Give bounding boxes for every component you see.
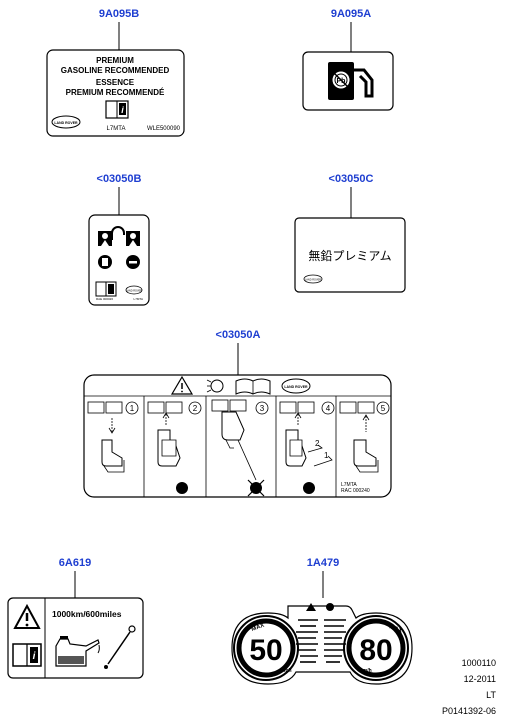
- land-rover-logo: LAND ROVER: [51, 115, 81, 129]
- callout-03050a: <03050A: [215, 329, 261, 341]
- svg-text:LAND ROVER: LAND ROVER: [54, 121, 78, 125]
- svg-text:i: i: [121, 105, 124, 115]
- label-9a095b-line3: ESSENCE: [96, 78, 135, 87]
- dipstick-icon: [104, 625, 136, 669]
- warning-triangle-icon: [170, 375, 194, 395]
- label-9a095b: PREMIUM GASOLINE RECOMMENDED ESSENCE PRE…: [46, 49, 185, 137]
- svg-text:i: i: [33, 651, 36, 662]
- callout-9a095b: 9A095B: [98, 8, 140, 20]
- speed-left-value: 50: [249, 634, 282, 667]
- manual-book-icon: i: [105, 100, 129, 119]
- label-9a095a: Pb: [302, 51, 394, 111]
- manual-book-icon: [95, 281, 117, 297]
- svg-text:Pb: Pb: [337, 78, 346, 85]
- label-03050b: LAND ROVER RAE 000026 L7MTA: [88, 214, 150, 306]
- svg-text:5: 5: [381, 404, 386, 413]
- label-9a095b-line2: GASOLINE RECOMMENDED: [61, 66, 170, 75]
- warning-triangle-icon: [306, 603, 316, 611]
- caution-dot-icon: [326, 603, 334, 611]
- label-6a619: i 1000km/600miles: [7, 597, 144, 679]
- land-rover-logo: LAND ROVER: [303, 274, 323, 284]
- svg-text:LAND ROVER: LAND ROVER: [126, 290, 142, 293]
- label-9a095b-code-right: WLE500090: [147, 126, 181, 132]
- step-panel-5: 5: [339, 401, 390, 473]
- label-9a095b-line1: PREMIUM: [96, 56, 134, 65]
- svg-text:2: 2: [315, 439, 320, 448]
- label-03050c: 無鉛プレミアム LAND ROVER: [294, 217, 406, 293]
- callout-6a619: 6A619: [58, 557, 92, 569]
- meta-line-3: LT: [486, 690, 496, 700]
- label-9a095b-line4: PREMIUM RECOMMENDÉ: [66, 88, 165, 97]
- svg-text:2: 2: [193, 404, 198, 413]
- fuel-pump-no-lead-icon: Pb: [328, 62, 374, 100]
- oil-can-icon: [55, 636, 100, 667]
- label-03050c-text: 無鉛プレミアム: [308, 248, 391, 263]
- meta-line-2: 12-2011: [463, 674, 496, 684]
- child-lock-icon: [98, 226, 140, 246]
- callout-1a479: 1A479: [306, 557, 340, 569]
- step-panel-2: 2: [147, 401, 202, 494]
- multilingual-text-block: [296, 619, 346, 663]
- speed-left-unit: mph: [281, 668, 292, 674]
- meta-line-1: 1000110: [461, 658, 496, 668]
- manual-book-icon: i: [12, 643, 42, 667]
- callout-9a095a: 9A095A: [330, 8, 372, 20]
- label-03050a-code-line2: RAC 000240: [341, 488, 370, 494]
- headlamp-icon: [206, 379, 224, 393]
- step-panel-3: 3: [211, 399, 269, 497]
- land-rover-logo: LAND ROVER: [281, 378, 311, 394]
- label-1a479: MAX 50 mph MAX 80 km/h: [231, 603, 413, 685]
- meta-line-4: P0141392-06: [441, 706, 496, 716]
- speed-right-unit: km/h: [360, 668, 372, 674]
- land-rover-logo: LAND ROVER: [125, 285, 143, 295]
- svg-text:3: 3: [260, 404, 265, 413]
- lock-unlock-buttons-icon: [98, 255, 140, 269]
- label-03050b-code-right: L7MTA: [134, 297, 143, 301]
- warning-triangle-icon: [13, 603, 41, 629]
- callout-03050b: <03050B: [96, 173, 142, 185]
- svg-text:LAND ROVER: LAND ROVER: [284, 385, 308, 389]
- label-03050b-code-left: RAE 000026: [96, 297, 113, 301]
- svg-text:1: 1: [130, 404, 135, 413]
- label-6a619-text: 1000km/600miles: [52, 609, 122, 619]
- speed-right-value: 80: [359, 634, 392, 667]
- label-9a095b-code-left: L7MTA: [107, 126, 126, 132]
- svg-text:LAND ROVER: LAND ROVER: [305, 279, 321, 282]
- label-03050a: LAND ROVER 1 2 3: [83, 374, 392, 498]
- step-panel-1: 1: [87, 401, 139, 473]
- step-panel-4: 4 2 1: [279, 401, 335, 494]
- callout-03050c: <03050C: [328, 173, 374, 185]
- speed-left-max: MAX: [251, 623, 266, 633]
- speed-right-max: MAX: [388, 624, 403, 634]
- document-meta: 1000110 12-2011 LT P0141392-06: [442, 655, 496, 719]
- svg-text:4: 4: [326, 404, 331, 413]
- svg-text:1: 1: [324, 451, 329, 460]
- manual-book-icon: [235, 378, 271, 395]
- label-03050a-code-line1: L7MTA: [341, 482, 357, 488]
